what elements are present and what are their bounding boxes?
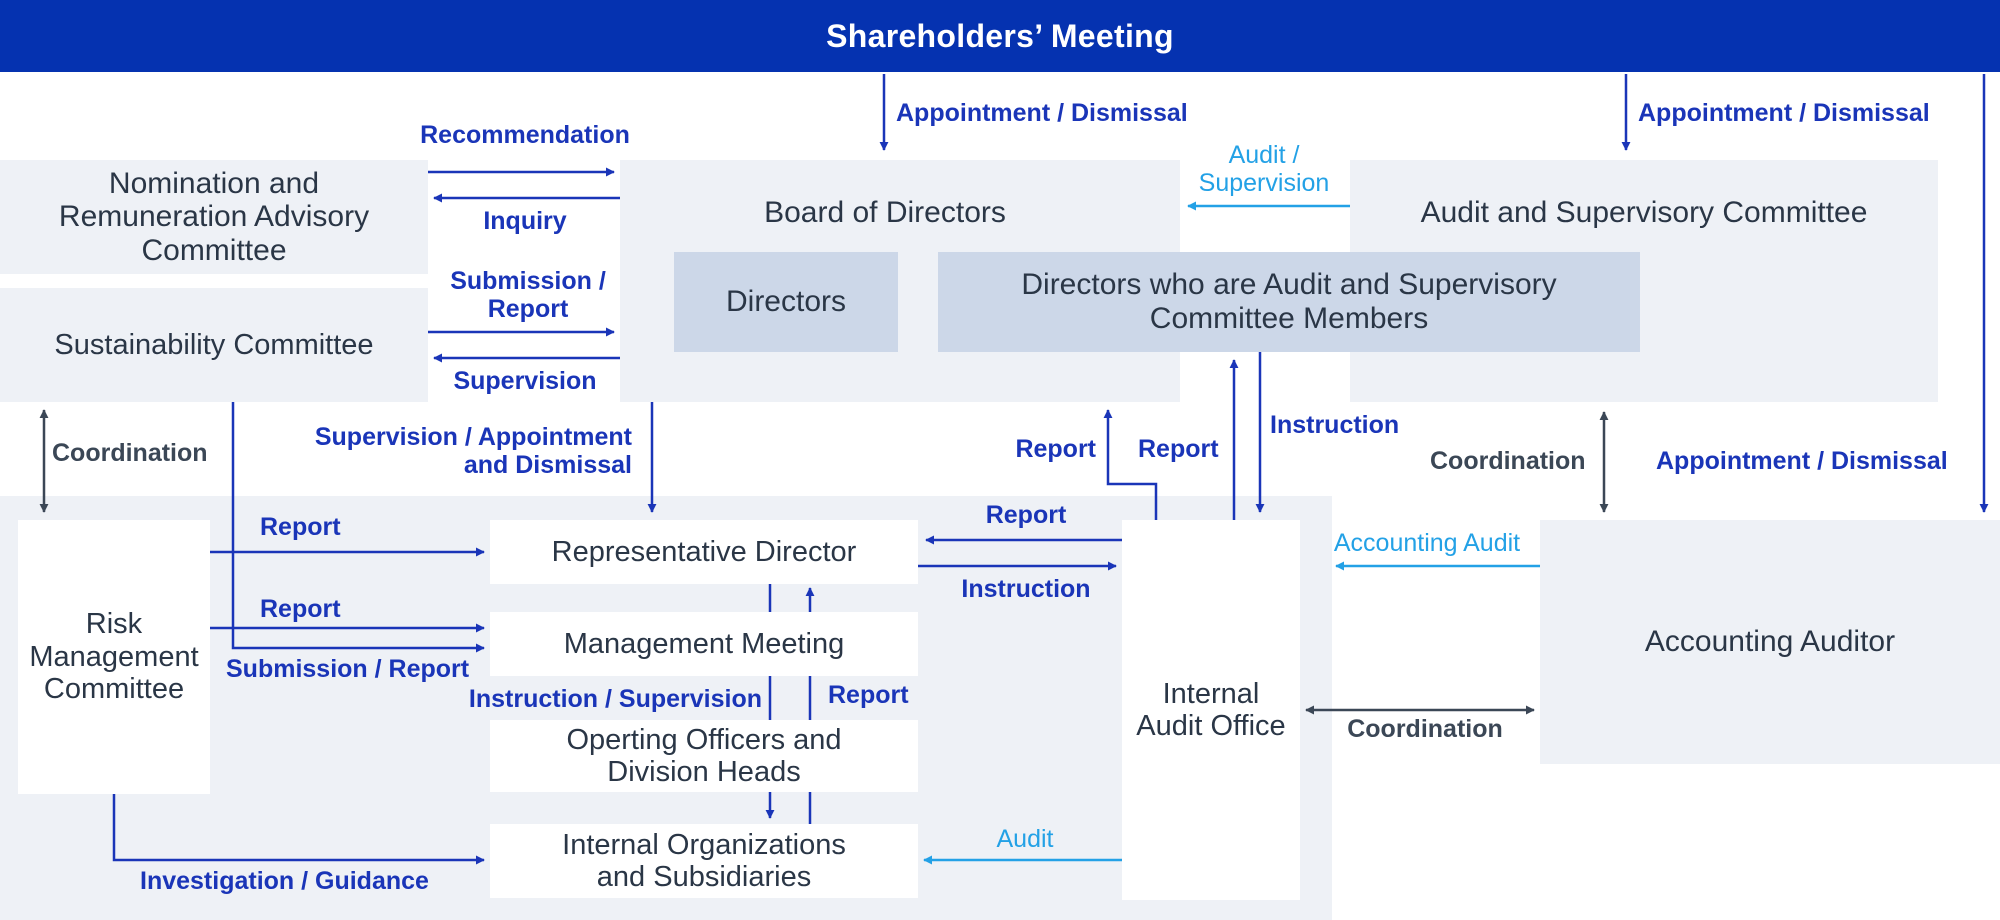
internal-audit-office-box: Internal Audit Office [1122, 520, 1300, 900]
label-coordination-bottom: Coordination [1347, 715, 1503, 743]
label-instruction-supervision: Instruction / Supervision [468, 685, 762, 713]
audit-committee-title: Audit and Supervisory Committee [1420, 196, 1868, 229]
operating-officers-box: Operting Officers and Division Heads [490, 720, 918, 792]
board-of-directors-title: Board of Directors [764, 196, 1006, 229]
label-supervision: Supervision [453, 367, 597, 395]
arrow-sustainability-submission [231, 402, 485, 653]
label-instruction-down: Instruction [1270, 411, 1400, 439]
audit-committee-members-box: Directors who are Audit and Supervisory … [938, 252, 1640, 352]
label-inquiry: Inquiry [483, 207, 567, 235]
label-coordination-right: Coordination [1430, 447, 1586, 475]
representative-director-box: Representative Director [490, 520, 918, 584]
label-investigation-guidance: Investigation / Guidance [140, 867, 429, 895]
label-submission-report: Submission / Report [450, 267, 606, 323]
label-accounting-audit: Accounting Audit [1333, 529, 1521, 557]
label-appointment-accounting: Appointment / Dismissal [1656, 447, 1948, 475]
sustainability-committee-box: Sustainability Committee [0, 288, 428, 402]
label-risk-report-1: Report [260, 513, 341, 541]
label-iao-report: Report [985, 501, 1067, 529]
label-appointment-board: Appointment / Dismissal [896, 99, 1188, 127]
label-appointment-audit: Appointment / Dismissal [1638, 99, 1930, 127]
sustainability-committee-label: Sustainability Committee [54, 328, 374, 361]
risk-committee-box: Risk Management Committee [18, 520, 210, 794]
accounting-auditor-label: Accounting Auditor [1644, 625, 1896, 659]
internal-organizations-box: Internal Organizations and Subsidiaries [490, 824, 918, 898]
shareholders-meeting-header: Shareholders’ Meeting [0, 0, 2000, 72]
nomination-committee-label: Nomination and Remuneration Advisory Com… [58, 166, 370, 267]
shareholders-meeting-title: Shareholders’ Meeting [826, 17, 1174, 54]
arrow-investigation-guidance [112, 794, 485, 865]
label-submission-report-2: Submission / Report [226, 655, 470, 683]
label-report-up-1: Report [1015, 435, 1096, 463]
label-report-ops: Report [828, 681, 909, 709]
label-supervision-appointment: Supervision / Appointment and Dismissal [314, 423, 632, 479]
label-audit-supervision: Audit / Supervision [1198, 141, 1330, 197]
label-recommendation: Recommendation [420, 121, 630, 149]
label-report-up-2: Report [1138, 435, 1219, 463]
label-coordination-left: Coordination [52, 439, 208, 467]
management-meeting-box: Management Meeting [490, 612, 918, 676]
directors-box: Directors [674, 252, 898, 352]
nomination-committee-box: Nomination and Remuneration Advisory Com… [0, 160, 428, 274]
accounting-auditor-box: Accounting Auditor [1540, 520, 2000, 764]
arrow-report-up-board [1103, 409, 1158, 520]
label-risk-report-2: Report [260, 595, 341, 623]
label-iao-instruction: Instruction [961, 575, 1091, 603]
label-audit: Audit [996, 825, 1054, 853]
